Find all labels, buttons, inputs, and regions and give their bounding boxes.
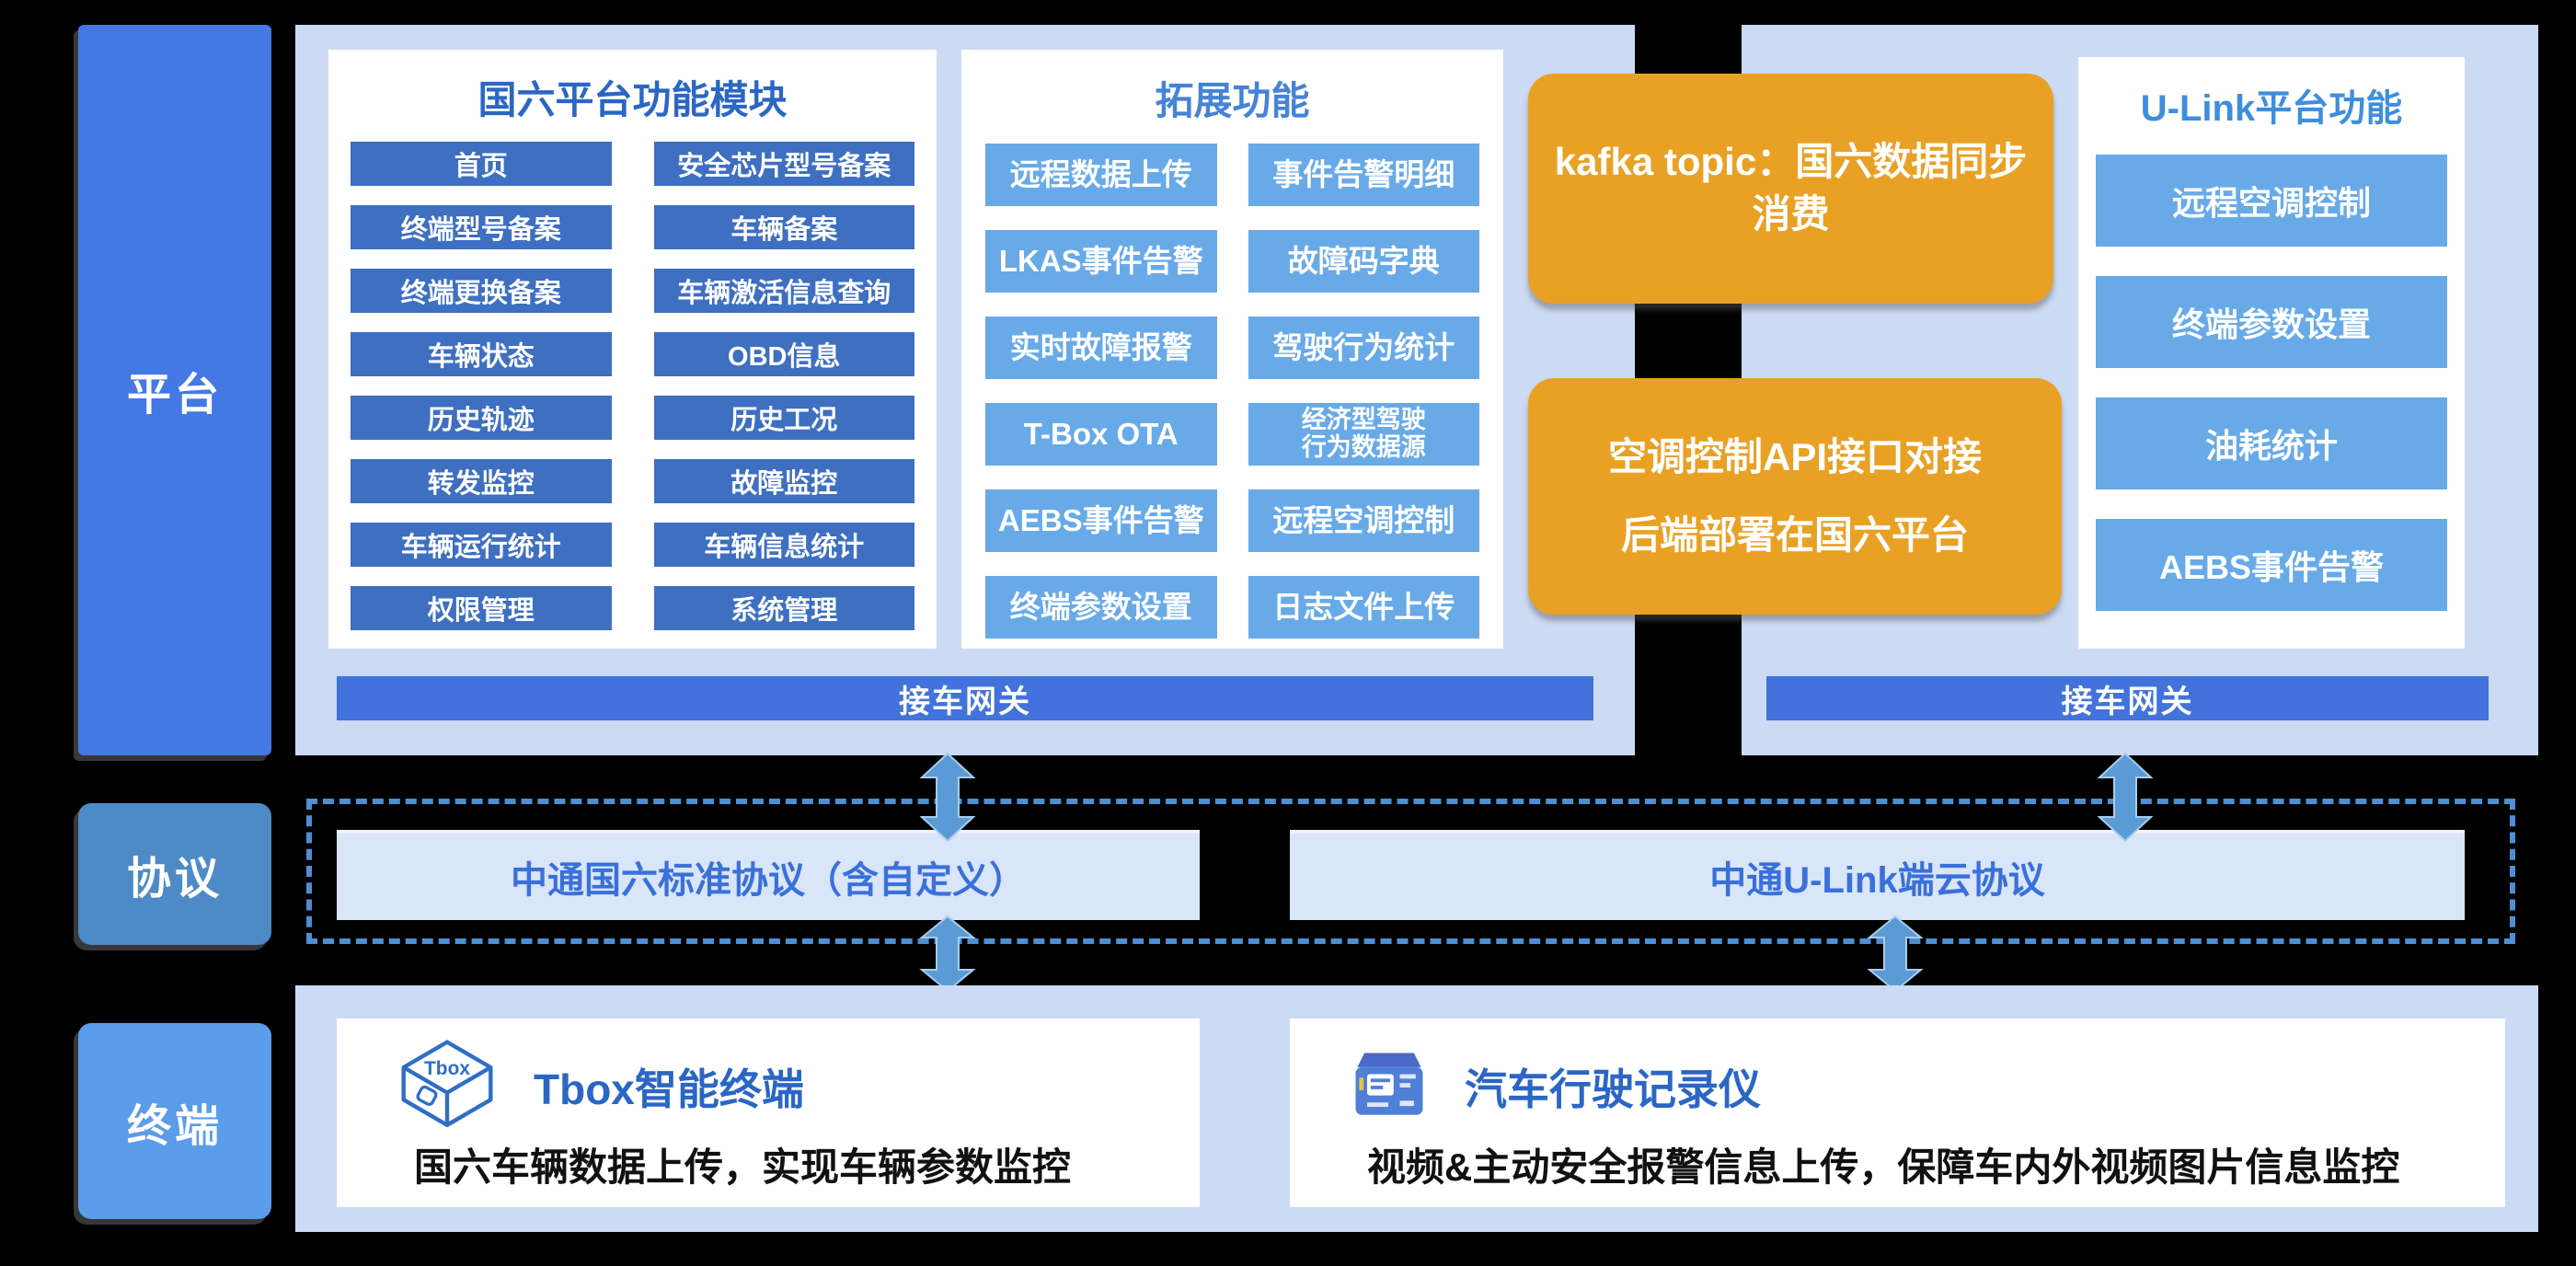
feature-button: 终端参数设置: [2096, 276, 2447, 368]
module-button: 车辆信息统计: [653, 523, 914, 567]
tuozhan-button-grid: 远程数据上传 事件告警明细 LKAS事件告警 故障码字典 实时故障报警 驾驶行为…: [985, 144, 1479, 639]
module-button: 历史工况: [653, 396, 914, 440]
feature-button: 终端参数设置: [985, 576, 1217, 639]
feature-button: 故障码字典: [1248, 230, 1479, 293]
feature-button: T-Box OTA: [985, 403, 1217, 466]
tbox-header: Tbox Tbox智能终端: [392, 1040, 1200, 1131]
double-arrow-icon: [919, 753, 976, 842]
card-title-tuozhan: 拓展功能: [1155, 79, 1310, 122]
double-arrow-icon: [919, 915, 976, 992]
rail-label-terminal: 终端: [78, 1023, 271, 1219]
double-arrow-icon: [2097, 753, 2154, 842]
feature-button: LKAS事件告警: [985, 230, 1217, 293]
double-arrow-icon: [1867, 915, 1924, 992]
module-button: 终端更换备案: [351, 269, 612, 313]
module-button: 权限管理: [351, 586, 612, 630]
note-api-line1: 空调控制API接口对接: [1607, 435, 1982, 479]
feature-button: 日志文件上传: [1248, 576, 1479, 639]
guoliu-button-grid: 首页 安全芯片型号备案 终端型号备案 车辆备案 终端更换备案 车辆激活信息查询 …: [351, 142, 914, 630]
feature-button: 远程数据上传: [985, 144, 1217, 206]
dashcam-icon: [1355, 1053, 1423, 1115]
module-button: 车辆状态: [351, 332, 612, 376]
feature-button: 油耗统计: [2096, 397, 2447, 489]
module-button: 安全芯片型号备案: [653, 142, 914, 186]
feature-button: 远程空调控制: [2096, 155, 2447, 247]
feature-button: AEBS事件告警: [2096, 519, 2447, 611]
tbox-description: 国六车辆数据上传，实现车辆参数监控: [414, 1145, 1072, 1189]
module-button: 终端型号备案: [351, 205, 612, 249]
card-guoliu-modules: 国六平台功能模块 首页 安全芯片型号备案 终端型号备案 车辆备案 终端更换备案 …: [328, 50, 937, 649]
module-button: 历史轨迹: [351, 396, 612, 440]
module-button: 车辆运行统计: [351, 523, 612, 567]
note-api-line2: 后端部署在国六平台: [1620, 512, 1969, 557]
card-extended-functions: 拓展功能 远程数据上传 事件告警明细 LKAS事件告警 故障码字典 实时故障报警…: [961, 50, 1503, 649]
rail-label-protocol: 协议: [78, 803, 271, 945]
card-title-guoliu: 国六平台功能模块: [477, 78, 788, 121]
module-button: OBD信息: [653, 332, 914, 376]
protocol-box-guoliu: 中通国六标准协议（含自定义）: [337, 830, 1200, 920]
module-button: 车辆激活信息查询: [653, 269, 914, 313]
note-kafka-topic: kafka topic：国六数据同步 消费: [1528, 74, 2053, 304]
gateway-bar-right: 接车网关: [1766, 676, 2489, 720]
feature-button: 事件告警明细: [1248, 144, 1479, 206]
terminal-card-recorder: 汽车行驶记录仪 视频&主动安全报警信息上传，保障车内外视频图片信息监控: [1290, 1019, 2505, 1207]
protocol-dashed-region: [306, 799, 2515, 944]
module-button: 首页: [351, 142, 612, 186]
recorder-description: 视频&主动安全报警信息上传，保障车内外视频图片信息监控: [1367, 1145, 2400, 1189]
tbox-icon-label: Tbox: [424, 1058, 470, 1079]
tbox-title: Tbox智能终端: [534, 1065, 804, 1113]
terminal-card-tbox: Tbox Tbox智能终端 国六车辆数据上传，实现车辆参数监控: [337, 1019, 1200, 1207]
feature-button: AEBS事件告警: [985, 489, 1217, 552]
gateway-bar-left: 接车网关: [337, 676, 1593, 720]
ulink-button-column: 远程空调控制 终端参数设置 油耗统计 AEBS事件告警: [2096, 155, 2447, 611]
rail-label-platform: 平台: [78, 25, 271, 755]
module-button: 转发监控: [351, 459, 612, 503]
card-title-ulink: U-Link平台功能: [2140, 88, 2403, 129]
feature-button: 远程空调控制: [1248, 489, 1479, 552]
feature-button: 经济型驾驶 行为数据源: [1248, 403, 1479, 466]
card-ulink-functions: U-Link平台功能 远程空调控制 终端参数设置 油耗统计 AEBS事件告警: [2078, 57, 2465, 649]
note-api-integration: 空调控制API接口对接 后端部署在国六平台: [1528, 378, 2062, 615]
feature-button: 实时故障报警: [985, 316, 1217, 379]
feature-button: 驾驶行为统计: [1248, 316, 1479, 379]
module-button: 系统管理: [653, 586, 914, 630]
recorder-title: 汽车行驶记录仪: [1465, 1065, 1761, 1113]
protocol-box-ulink: 中通U-Link端云协议: [1290, 830, 2465, 920]
module-button: 故障监控: [653, 459, 914, 503]
module-button: 车辆备案: [653, 205, 914, 249]
tbox-cube-icon: Tbox: [401, 1040, 493, 1127]
recorder-header: 汽车行驶记录仪: [1345, 1042, 2505, 1131]
